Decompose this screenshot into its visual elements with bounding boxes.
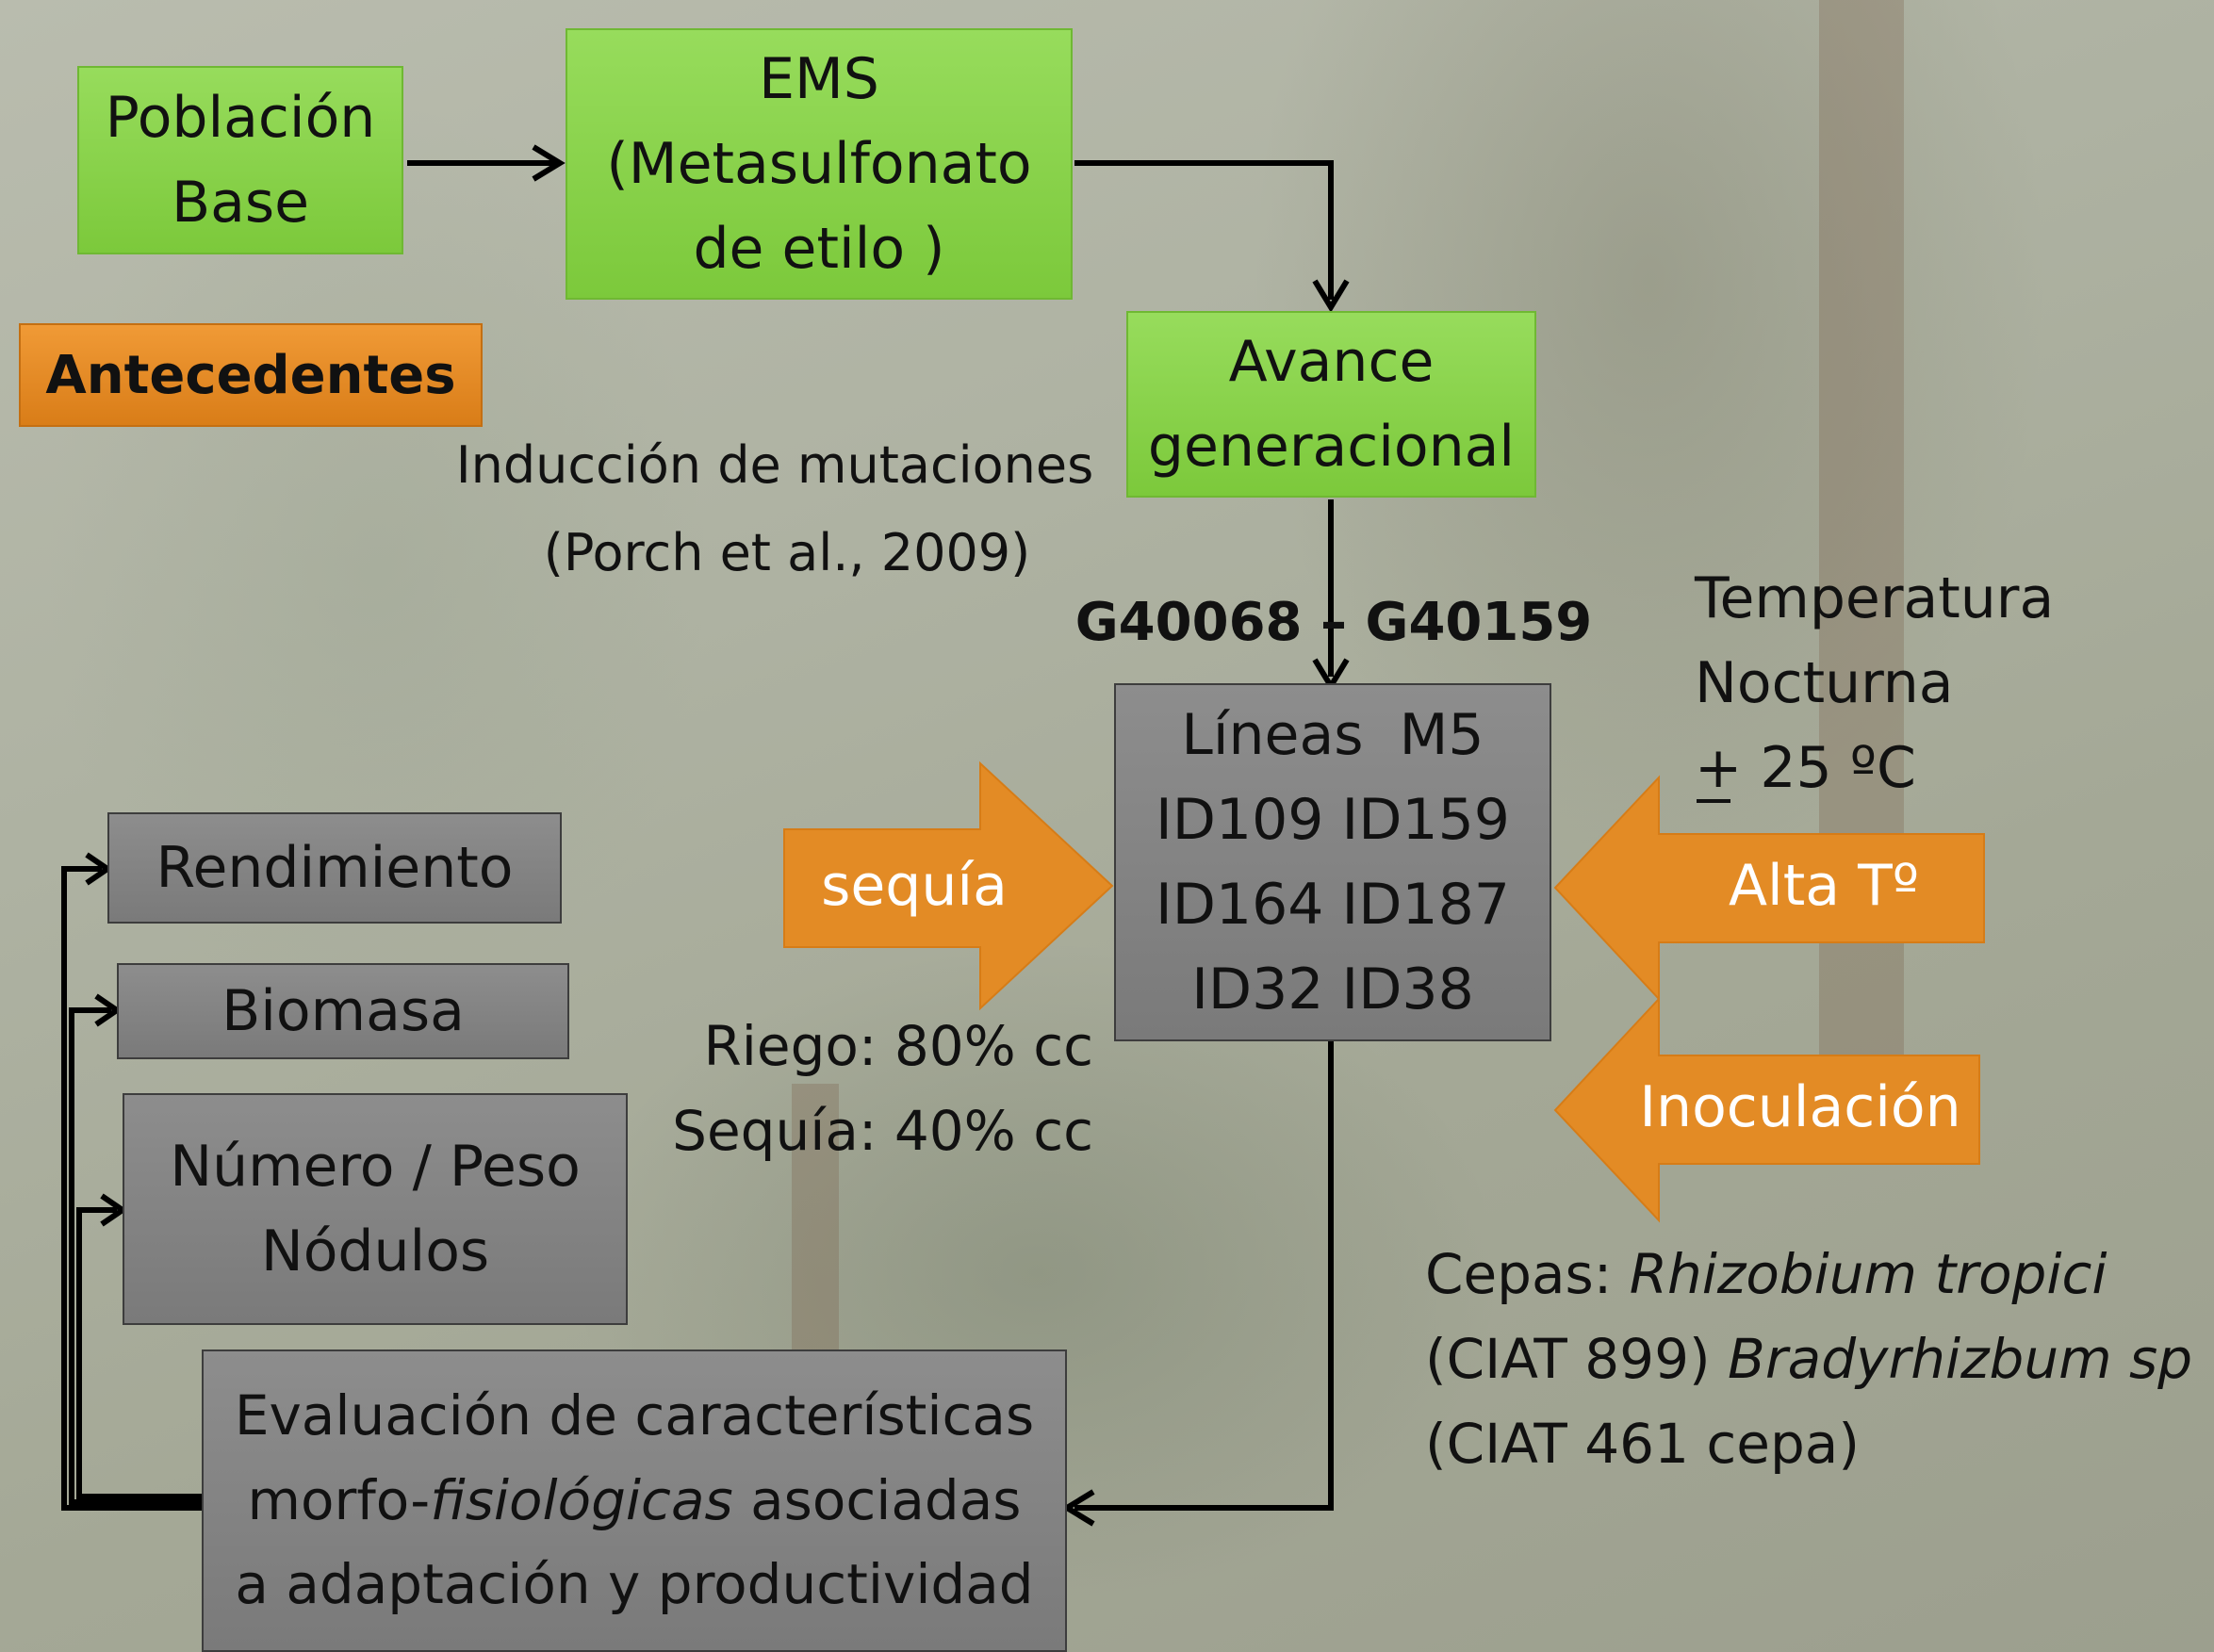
- antecedentes-label: Antecedentes: [19, 323, 483, 427]
- plus-minus-underline: [1697, 799, 1730, 803]
- ems-line-3: de etilo ): [693, 216, 945, 282]
- evaluacion-asociadas: asociadas: [732, 1467, 1022, 1532]
- evaluacion-line-3: a adaptación y productividad: [235, 1552, 1034, 1617]
- lineas-line-3: ID164 ID187: [1156, 872, 1510, 938]
- sequia-arrow-shape: [783, 761, 1114, 1011]
- evaluacion-line-1: Evaluación de características: [234, 1382, 1035, 1448]
- alta-temp-arrow-label: Alta Tº: [1728, 853, 1919, 919]
- inoculacion-arrow-label: Inoculación: [1639, 1074, 1961, 1140]
- evaluacion-morfo: morfo-: [247, 1467, 431, 1532]
- arrowhead: [532, 144, 566, 182]
- lineas-line-2: ID109 ID159: [1156, 787, 1510, 853]
- cepas-bradyrhizbum: Bradyrhizbum sp: [1728, 1327, 2193, 1391]
- avance-generacional-box: Avance generacional: [1126, 311, 1536, 498]
- feedback-line-rendimiento: [61, 866, 202, 1511]
- sequia-arrow-label: sequía: [821, 853, 1008, 919]
- biomasa-box: Biomasa: [117, 963, 569, 1059]
- sequia-percent-text: Sequía: 40% cc: [672, 1099, 1093, 1163]
- cepas-ciat-899: (CIAT 899): [1425, 1327, 1729, 1391]
- poblacion-base-box: Población Base: [77, 66, 403, 254]
- cepas-line-3: (CIAT 461 cepa): [1425, 1412, 1860, 1476]
- ems-line-1: EMS: [759, 46, 879, 112]
- poblacion-line-2: Base: [171, 170, 310, 236]
- temperatura-text: Temperatura: [1695, 565, 2055, 631]
- genotypes-range: G40068 – G40159: [1074, 592, 1593, 653]
- arrow-lineas-to-evaluacion: [1074, 1040, 1334, 1511]
- feedback-line-nodulos: [76, 1207, 202, 1499]
- feedback-line-biomasa: [69, 1007, 202, 1505]
- nocturna-text: Nocturna: [1695, 650, 1954, 716]
- evaluacion-box: Evaluación de características morfo-fisi…: [202, 1349, 1067, 1652]
- arrowhead: [1061, 1489, 1095, 1527]
- riego-text: Riego: 80% cc: [703, 1014, 1093, 1078]
- cepas-line-2: (CIAT 899) Bradyrhizbum sp: [1425, 1327, 2192, 1391]
- ems-box: EMS (Metasulfonato de etilo ): [566, 28, 1073, 300]
- alta-temp-arrow-shape: [1553, 775, 1985, 1002]
- temp-value: + 25 ºC: [1695, 735, 1916, 801]
- cepas-prefix: Cepas:: [1425, 1242, 1630, 1306]
- lineas-line-4: ID32 ID38: [1191, 957, 1474, 1022]
- ems-line-2: (Metasulfonato: [606, 131, 1032, 197]
- nodulos-line-2: Nódulos: [260, 1219, 490, 1284]
- lineas-line-1: Líneas M5: [1181, 702, 1484, 768]
- porch-citation: (Porch et al., 2009): [543, 523, 1031, 582]
- poblacion-line-1: Población: [105, 85, 376, 151]
- evaluacion-line-2: morfo-fisiológicas asociadas: [235, 1459, 1034, 1544]
- cepas-rhizobium: Rhizobium tropici: [1629, 1242, 2107, 1306]
- nodulos-line-1: Número / Peso: [170, 1134, 581, 1200]
- inoculacion-arrow-shape: [1553, 996, 1980, 1223]
- avance-line-1: Avance: [1228, 329, 1435, 395]
- arrowhead: [1312, 279, 1350, 313]
- evaluacion-fisiologicas: fisiológicas: [430, 1467, 733, 1532]
- lineas-m5-box: Líneas M5 ID109 ID159 ID164 ID187 ID32 I…: [1114, 683, 1551, 1041]
- avance-line-2: generacional: [1147, 414, 1516, 480]
- arrow-ems-to-avance: [1074, 160, 1334, 300]
- nodulos-box: Número / Peso Nódulos: [123, 1093, 628, 1325]
- cepas-line-1: Cepas: Rhizobium tropici: [1425, 1242, 2107, 1306]
- rendimiento-box: Rendimiento: [107, 812, 562, 924]
- induccion-text: Inducción de mutaciones: [455, 435, 1094, 495]
